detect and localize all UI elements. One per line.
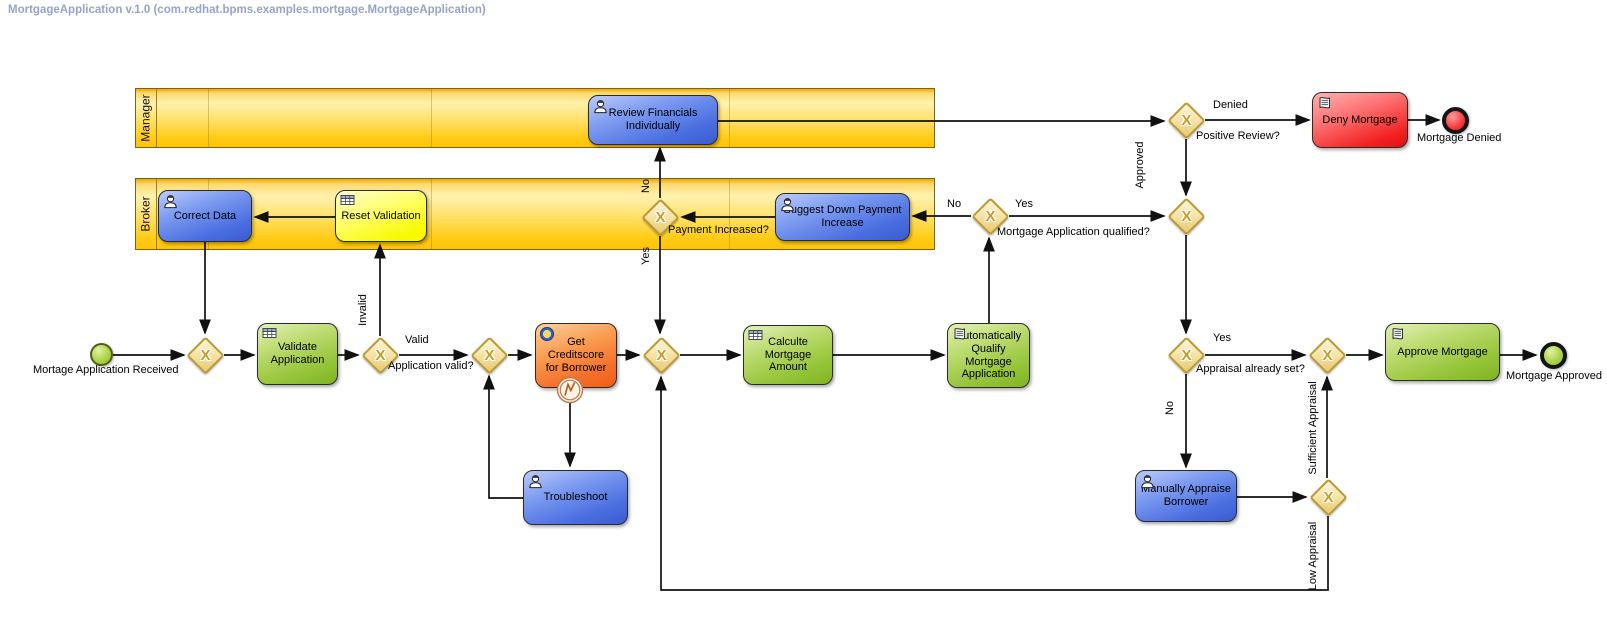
- lane-broker-header: Broker: [136, 179, 157, 249]
- task-label: Suggest Down Payment Increase: [783, 204, 902, 229]
- exclusive-gateway-x-icon: X: [655, 346, 666, 364]
- end-event-mortgage-denied[interactable]: [1442, 107, 1469, 134]
- business-rule-icon: [262, 327, 277, 339]
- user-icon: [163, 194, 178, 209]
- task-approve-mortgage[interactable]: Approve Mortgage: [1385, 323, 1500, 381]
- gateway-label-mortgage-qualified: Mortgage Application qualified?: [997, 226, 1150, 238]
- business-rule-icon: [340, 194, 355, 206]
- exclusive-gateway-x-icon: X: [1180, 207, 1191, 225]
- task-calculate-mortgage[interactable]: Calculte Mortgage Amount: [743, 325, 833, 385]
- gateway-label-payment-increased: Payment Increased?: [668, 224, 769, 236]
- gateway-label-positive-review: Positive Review?: [1196, 130, 1280, 142]
- flow-low-appraisal[interactable]: [655, 375, 1329, 591]
- task-label: Manually Appraise Borrower: [1141, 483, 1231, 508]
- lane-manager-header: Manager: [136, 89, 157, 147]
- script-icon: [1390, 327, 1405, 341]
- task-label: Approve Mortgage: [1397, 345, 1488, 358]
- edge-label-invalid: Invalid: [357, 294, 369, 326]
- task-deny-mortgage[interactable]: Deny Mortgage: [1312, 92, 1408, 148]
- task-label: Get Creditscore for Borrower: [545, 336, 607, 374]
- task-reset-validation[interactable]: Reset Validation: [335, 190, 427, 242]
- user-icon: [528, 474, 543, 489]
- gateway-label-application-valid: Application valid?: [388, 360, 474, 372]
- edge-label-payment-no: No: [640, 178, 652, 194]
- process-title: MortgageApplication v.1.0 (com.redhat.bp…: [8, 4, 486, 16]
- user-icon: [593, 99, 608, 114]
- edge-label-qualified-no: No: [947, 198, 962, 210]
- task-review-financials[interactable]: Review Financials Individually: [588, 95, 718, 145]
- edge-label-payment-yes: Yes: [640, 247, 652, 265]
- edge-label-approved: Approved: [1134, 141, 1146, 189]
- start-event-label: Mortage Application Received: [33, 364, 179, 376]
- flow-troubleshoot-back[interactable]: [483, 374, 523, 499]
- business-rule-icon: [748, 329, 763, 341]
- task-auto-qualify[interactable]: Automatically Qualify Mortgage Applicati…: [947, 323, 1030, 388]
- task-label: Calculte Mortgage Amount: [764, 335, 812, 374]
- exclusive-gateway-x-icon: X: [1321, 346, 1332, 364]
- task-suggest-down-payment[interactable]: Suggest Down Payment Increase: [775, 193, 910, 241]
- exclusive-gateway-x-icon: X: [199, 346, 210, 364]
- task-label: Validate Application: [270, 341, 325, 366]
- user-icon: [1140, 474, 1155, 489]
- lane-manager[interactable]: Manager: [135, 88, 935, 148]
- error-boundary-event[interactable]: [556, 376, 584, 404]
- service-icon: [540, 327, 554, 341]
- start-event[interactable]: [90, 343, 113, 366]
- exclusive-gateway-x-icon: X: [1180, 111, 1191, 129]
- task-label: Review Financials Individually: [608, 107, 698, 132]
- edge-label-low-appraisal: Low Appraisal: [1307, 521, 1319, 591]
- task-validate-application[interactable]: Validate Application: [257, 323, 338, 385]
- task-correct-data[interactable]: Correct Data: [158, 190, 252, 242]
- task-label: Deny Mortgage: [1322, 113, 1398, 126]
- end-denied-label: Mortgage Denied: [1417, 132, 1502, 144]
- task-troubleshoot[interactable]: Troubleshoot: [523, 470, 628, 525]
- edge-label-appraisal-yes: Yes: [1213, 332, 1231, 344]
- exclusive-gateway-x-icon: X: [483, 346, 494, 364]
- task-get-creditscore[interactable]: Get Creditscore for Borrower: [535, 323, 617, 388]
- gateway-label-appraisal-set: Appraisal already set?: [1196, 363, 1305, 375]
- task-manually-appraise[interactable]: Manually Appraise Borrower: [1135, 470, 1237, 522]
- user-icon: [780, 197, 795, 212]
- edge-label-qualified-yes: Yes: [1015, 198, 1033, 210]
- script-icon: [1317, 96, 1332, 110]
- exclusive-gateway-x-icon: X: [1180, 346, 1191, 364]
- task-label: Reset Validation: [341, 209, 421, 222]
- error-icon: [564, 382, 576, 396]
- edge-label-valid: Valid: [405, 334, 429, 346]
- exclusive-gateway-x-icon: X: [1322, 488, 1333, 506]
- edge-label-appraisal-no: No: [1164, 400, 1176, 416]
- task-label: Correct Data: [173, 209, 237, 222]
- task-label: Troubleshoot: [543, 491, 608, 504]
- exclusive-gateway-x-icon: X: [984, 207, 995, 225]
- end-event-mortgage-approved[interactable]: [1540, 342, 1567, 369]
- script-icon: [952, 327, 967, 341]
- end-approved-label: Mortgage Approved: [1506, 370, 1603, 382]
- edge-label-sufficient-appraisal: Sufficient Appraisal: [1307, 381, 1319, 475]
- edge-label-denied: Denied: [1213, 99, 1248, 111]
- task-label: Automatically Qualify Mortgage Applicati…: [955, 329, 1022, 381]
